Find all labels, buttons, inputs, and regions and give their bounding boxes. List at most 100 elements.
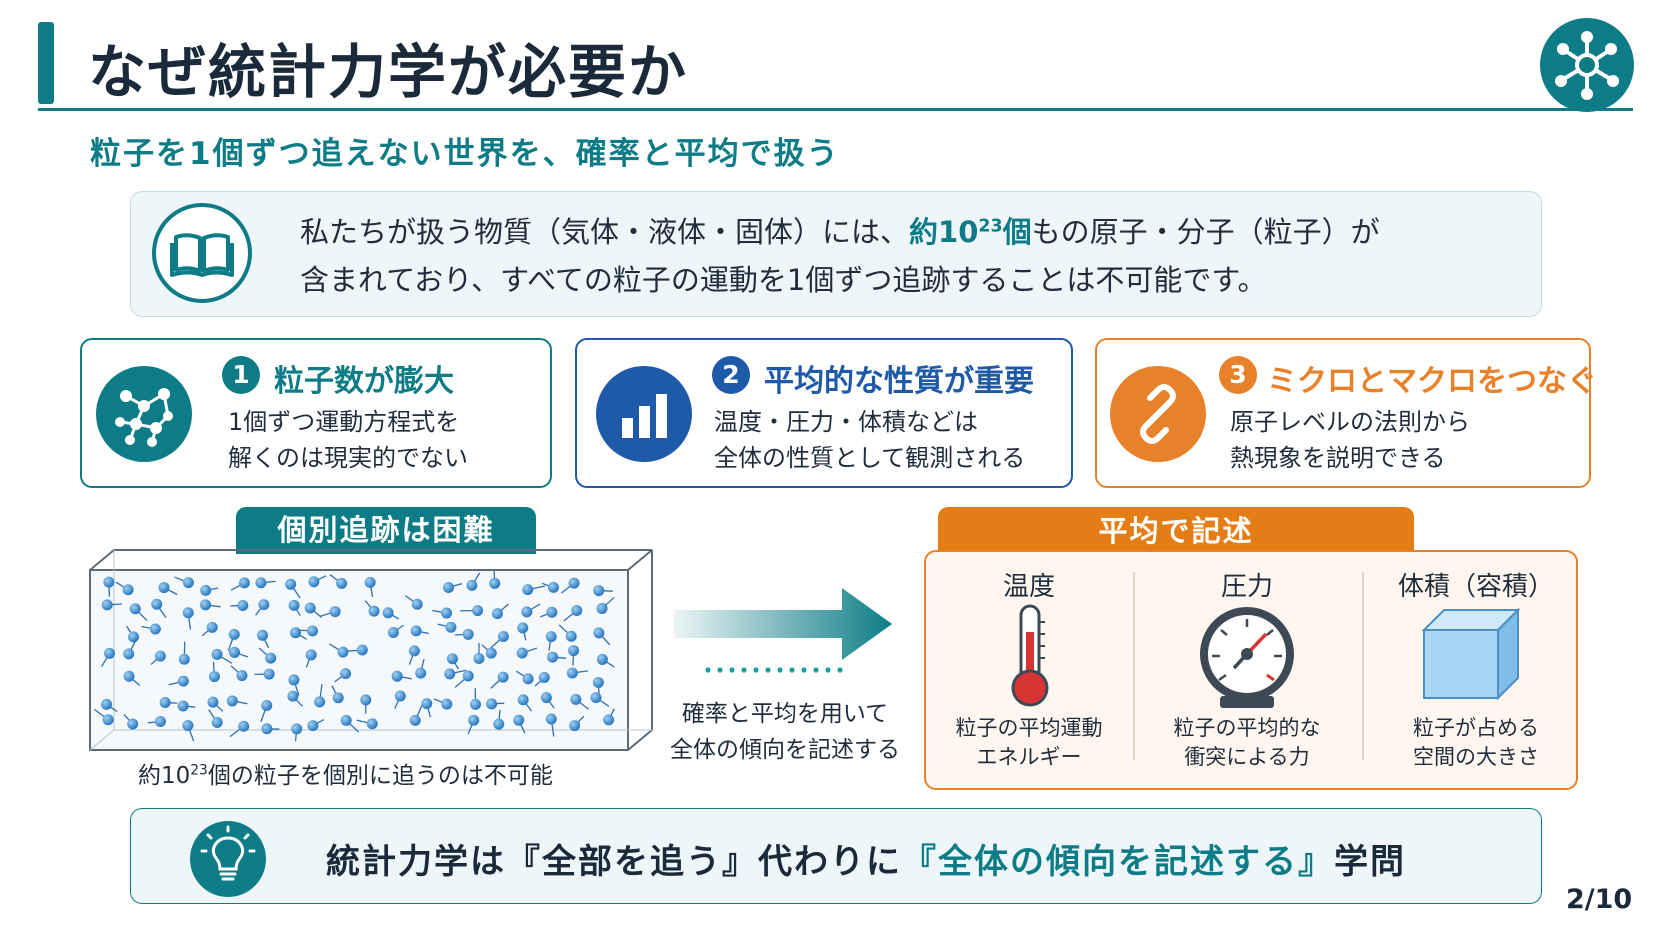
- card-1-heading: 粒子数が膨大: [274, 364, 454, 399]
- lightbulb-icon: [190, 821, 266, 897]
- open-book-icon: [152, 203, 252, 303]
- intro-hl-exp: 23: [978, 216, 1003, 237]
- particle: [462, 670, 474, 682]
- intro-line-1: 私たちが扱う物質（気体・液体・固体）には、約1023個もの原子・分子（粒子）が: [300, 208, 1520, 256]
- particle: [182, 720, 194, 732]
- particle: [446, 653, 458, 665]
- conclusion-box: [130, 808, 1542, 904]
- particle: [261, 723, 273, 735]
- particle: [517, 694, 529, 706]
- particle: [491, 608, 503, 620]
- particle: [128, 631, 140, 643]
- particle: [123, 670, 135, 682]
- particle: [569, 720, 581, 732]
- particle: [336, 577, 348, 589]
- particle: [265, 652, 277, 664]
- particle: [593, 585, 605, 597]
- intro-highlight: 約1023個: [909, 215, 1032, 249]
- particle: [421, 698, 433, 710]
- particle: [411, 598, 423, 610]
- conclusion-text: 統計力学は『全部を追う』代わりに『全体の傾向を記述する』学問: [326, 834, 1406, 883]
- particle: [211, 648, 223, 660]
- particle: [441, 698, 453, 710]
- divider: [1362, 572, 1364, 760]
- particle: [200, 584, 212, 596]
- particle: [443, 581, 455, 593]
- intro-pre: 私たちが扱う物質（気体・液体・固体）には、: [300, 215, 910, 249]
- particle: [382, 607, 394, 619]
- particle: [149, 623, 161, 635]
- particle: [590, 692, 602, 704]
- particle: [291, 723, 303, 735]
- temperature-caption: 粒子の平均運動 エネルギー: [944, 714, 1114, 772]
- particle: [257, 629, 269, 641]
- card-2-line-2: 全体の性質として観測される: [714, 444, 1026, 472]
- particle: [596, 602, 608, 614]
- volume-heading: 体積（容積）: [1397, 572, 1554, 602]
- particle: [122, 584, 134, 596]
- particle: [516, 647, 528, 659]
- particle: [391, 670, 403, 682]
- particle: [545, 713, 557, 725]
- particle: [568, 577, 580, 589]
- particle: [285, 578, 297, 590]
- pressure-caption-2: 衝突による力: [1184, 745, 1310, 769]
- particle: [547, 651, 559, 663]
- particle: [592, 676, 604, 688]
- particle: [462, 628, 474, 640]
- particle: [521, 606, 533, 618]
- intro-box: [130, 191, 1542, 317]
- particle: [472, 605, 484, 617]
- particle: [226, 695, 238, 707]
- particle: [408, 645, 420, 657]
- card-2-body: 温度・圧力・体積などは 全体の性質として観測される: [714, 404, 1025, 476]
- particle: [101, 698, 113, 710]
- particles-group: [94, 570, 615, 742]
- particle: [238, 577, 250, 589]
- particle: [364, 576, 376, 588]
- particle: [522, 584, 534, 596]
- particle: [102, 714, 114, 726]
- particle: [200, 599, 212, 611]
- particle: [409, 714, 421, 726]
- cube-icon: [1421, 607, 1521, 701]
- particle: [129, 603, 141, 615]
- right-arrow-icon: [674, 588, 892, 673]
- particle: [228, 628, 240, 640]
- intro-hl-pre: 約10: [909, 215, 979, 249]
- particle: [540, 692, 552, 704]
- conclusion-pre: 統計力学は『全部を追う』代わりに: [326, 842, 902, 882]
- page-subtitle: 粒子を1個ずつ追えない世界を、確率と平均で扱う: [90, 136, 840, 172]
- particle: [568, 645, 580, 657]
- pressure-heading: 圧力: [1220, 572, 1273, 602]
- page-number: 2/10: [1566, 884, 1633, 915]
- card-3-number: 3: [1219, 356, 1257, 394]
- particle: [596, 653, 608, 665]
- card-2-heading: 平均的な性質が重要: [764, 364, 1034, 399]
- temperature-caption-2: エネルギー: [976, 745, 1082, 769]
- title-accent-bar: [38, 22, 54, 104]
- title-underline: [38, 108, 1633, 111]
- card-1-line-2: 解くのは現実的でない: [228, 444, 468, 472]
- particle: [387, 627, 399, 639]
- card-1-number: 1: [222, 356, 260, 394]
- particle-caption-pre: 約10: [138, 763, 191, 789]
- particle: [570, 693, 582, 705]
- volume-caption-1: 粒子が占める: [1413, 716, 1539, 740]
- particle: [329, 606, 341, 618]
- intro-post: もの原子・分子（粒子）が: [1031, 215, 1380, 249]
- particle: [178, 653, 190, 665]
- intro-text: 私たちが扱う物質（気体・液体・固体）には、約1023個もの原子・分子（粒子）が …: [300, 208, 1520, 304]
- particle: [308, 576, 320, 588]
- particle: [288, 674, 300, 686]
- particle: [238, 720, 250, 732]
- intro-hl-post: 個: [1002, 215, 1032, 249]
- particle: [101, 599, 113, 611]
- particle: [332, 692, 344, 704]
- particle: [497, 630, 509, 642]
- pressure-caption-1: 粒子の平均的な: [1173, 716, 1321, 740]
- particle: [571, 605, 583, 617]
- particle: [340, 668, 352, 680]
- particle: [522, 673, 534, 685]
- particle: [307, 625, 319, 637]
